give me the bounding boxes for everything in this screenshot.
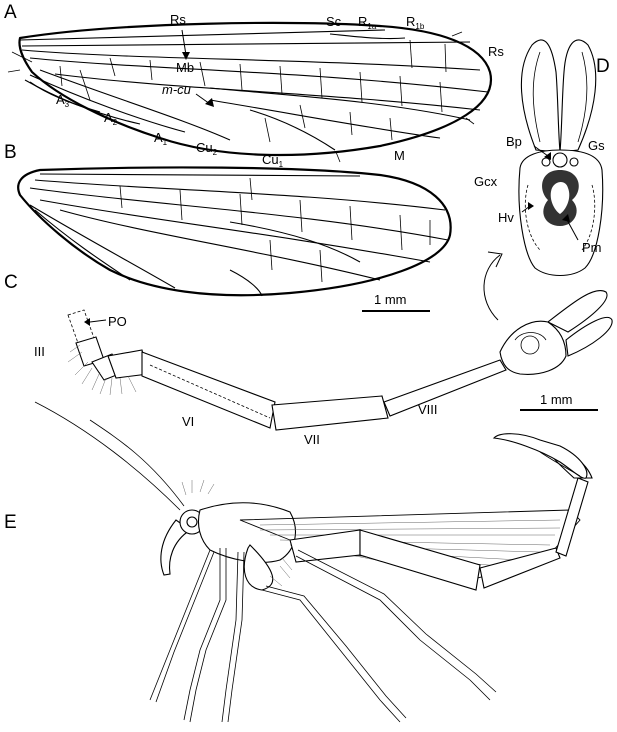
- panel-label-a: A: [4, 2, 17, 23]
- label-mb: Mb: [176, 60, 194, 75]
- label-segment-vi: VI: [182, 414, 194, 429]
- label-cu2: Cu2: [196, 140, 218, 157]
- panel-label-e: E: [4, 512, 17, 533]
- label-a2: A2: [104, 110, 118, 127]
- po-label-arrow: [84, 318, 107, 326]
- hindwing-drawing: [17, 166, 452, 297]
- forewing-drawing: [7, 21, 493, 163]
- genitalia-label-arrows: [521, 145, 579, 241]
- habitus-drawing: [34, 401, 593, 723]
- genitalia-drawing: [518, 39, 604, 277]
- label-sc: Sc: [326, 14, 342, 29]
- label-m-cu: m-cu: [162, 82, 191, 97]
- panel-label-b: B: [4, 142, 17, 163]
- panel-label-d: D: [596, 56, 610, 77]
- label-r1a: R1a: [358, 14, 377, 31]
- label-r1b: R1b: [406, 14, 425, 31]
- label-rs-top: Rs: [170, 12, 186, 27]
- label-segment-iii: III: [34, 344, 45, 359]
- scale-label-abdomen: 1 mm: [540, 392, 573, 407]
- label-segment-vii: VII: [304, 432, 320, 447]
- panel-label-c: C: [4, 272, 18, 293]
- label-po: PO: [108, 314, 127, 329]
- forewing-label-arrows: [181, 29, 214, 107]
- abdomen-drawing: [67, 290, 613, 431]
- label-gcx: Gcx: [474, 174, 498, 189]
- scale-label-wing: 1 mm: [374, 292, 407, 307]
- label-hv: Hv: [498, 210, 514, 225]
- label-rs-right: Rs: [488, 44, 504, 59]
- label-a1: A1: [154, 130, 168, 147]
- label-a3: A3: [56, 92, 70, 109]
- label-m: M: [394, 148, 405, 163]
- d-curved-arrow: [483, 251, 503, 321]
- label-segment-viii: VIII: [418, 402, 438, 417]
- label-gs: Gs: [588, 138, 605, 153]
- label-pm: Pm: [582, 240, 602, 255]
- label-cu1: Cu1: [262, 152, 284, 169]
- label-bp: Bp: [506, 134, 522, 149]
